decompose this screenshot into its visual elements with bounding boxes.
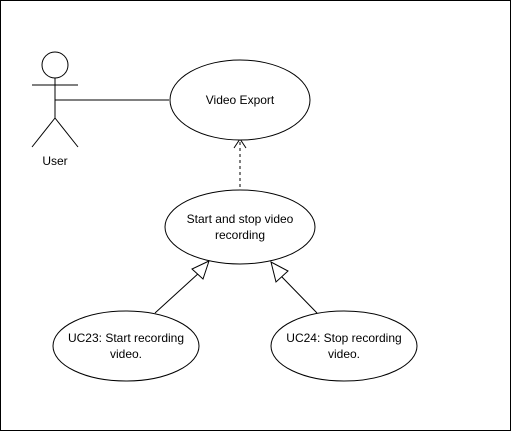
use-case-video-export[interactable] xyxy=(169,59,311,141)
use-case-uc24-label: UC24: Stop recording video. xyxy=(286,331,402,361)
actor-user-figure[interactable] xyxy=(31,51,79,148)
actor-head xyxy=(41,51,69,79)
generalization-uc24-line xyxy=(280,275,318,314)
use-case-uc23[interactable] xyxy=(52,310,200,382)
actor-right-leg xyxy=(54,117,79,148)
use-case-uc24[interactable] xyxy=(270,310,418,382)
use-case-start-stop-label: Start and stop video recording xyxy=(186,212,294,242)
generalization-uc23-line xyxy=(154,271,201,314)
use-case-video-export-label: Video Export xyxy=(205,93,275,107)
generalization-uc24-arrowhead xyxy=(270,261,289,283)
use-case-start-stop[interactable] xyxy=(164,189,316,265)
generalization-uc23-arrowhead xyxy=(191,260,210,280)
actor-label: User xyxy=(42,154,68,168)
use-case-uc23-label: UC23: Start recording video. xyxy=(67,331,185,361)
actor-left-leg xyxy=(31,117,56,148)
